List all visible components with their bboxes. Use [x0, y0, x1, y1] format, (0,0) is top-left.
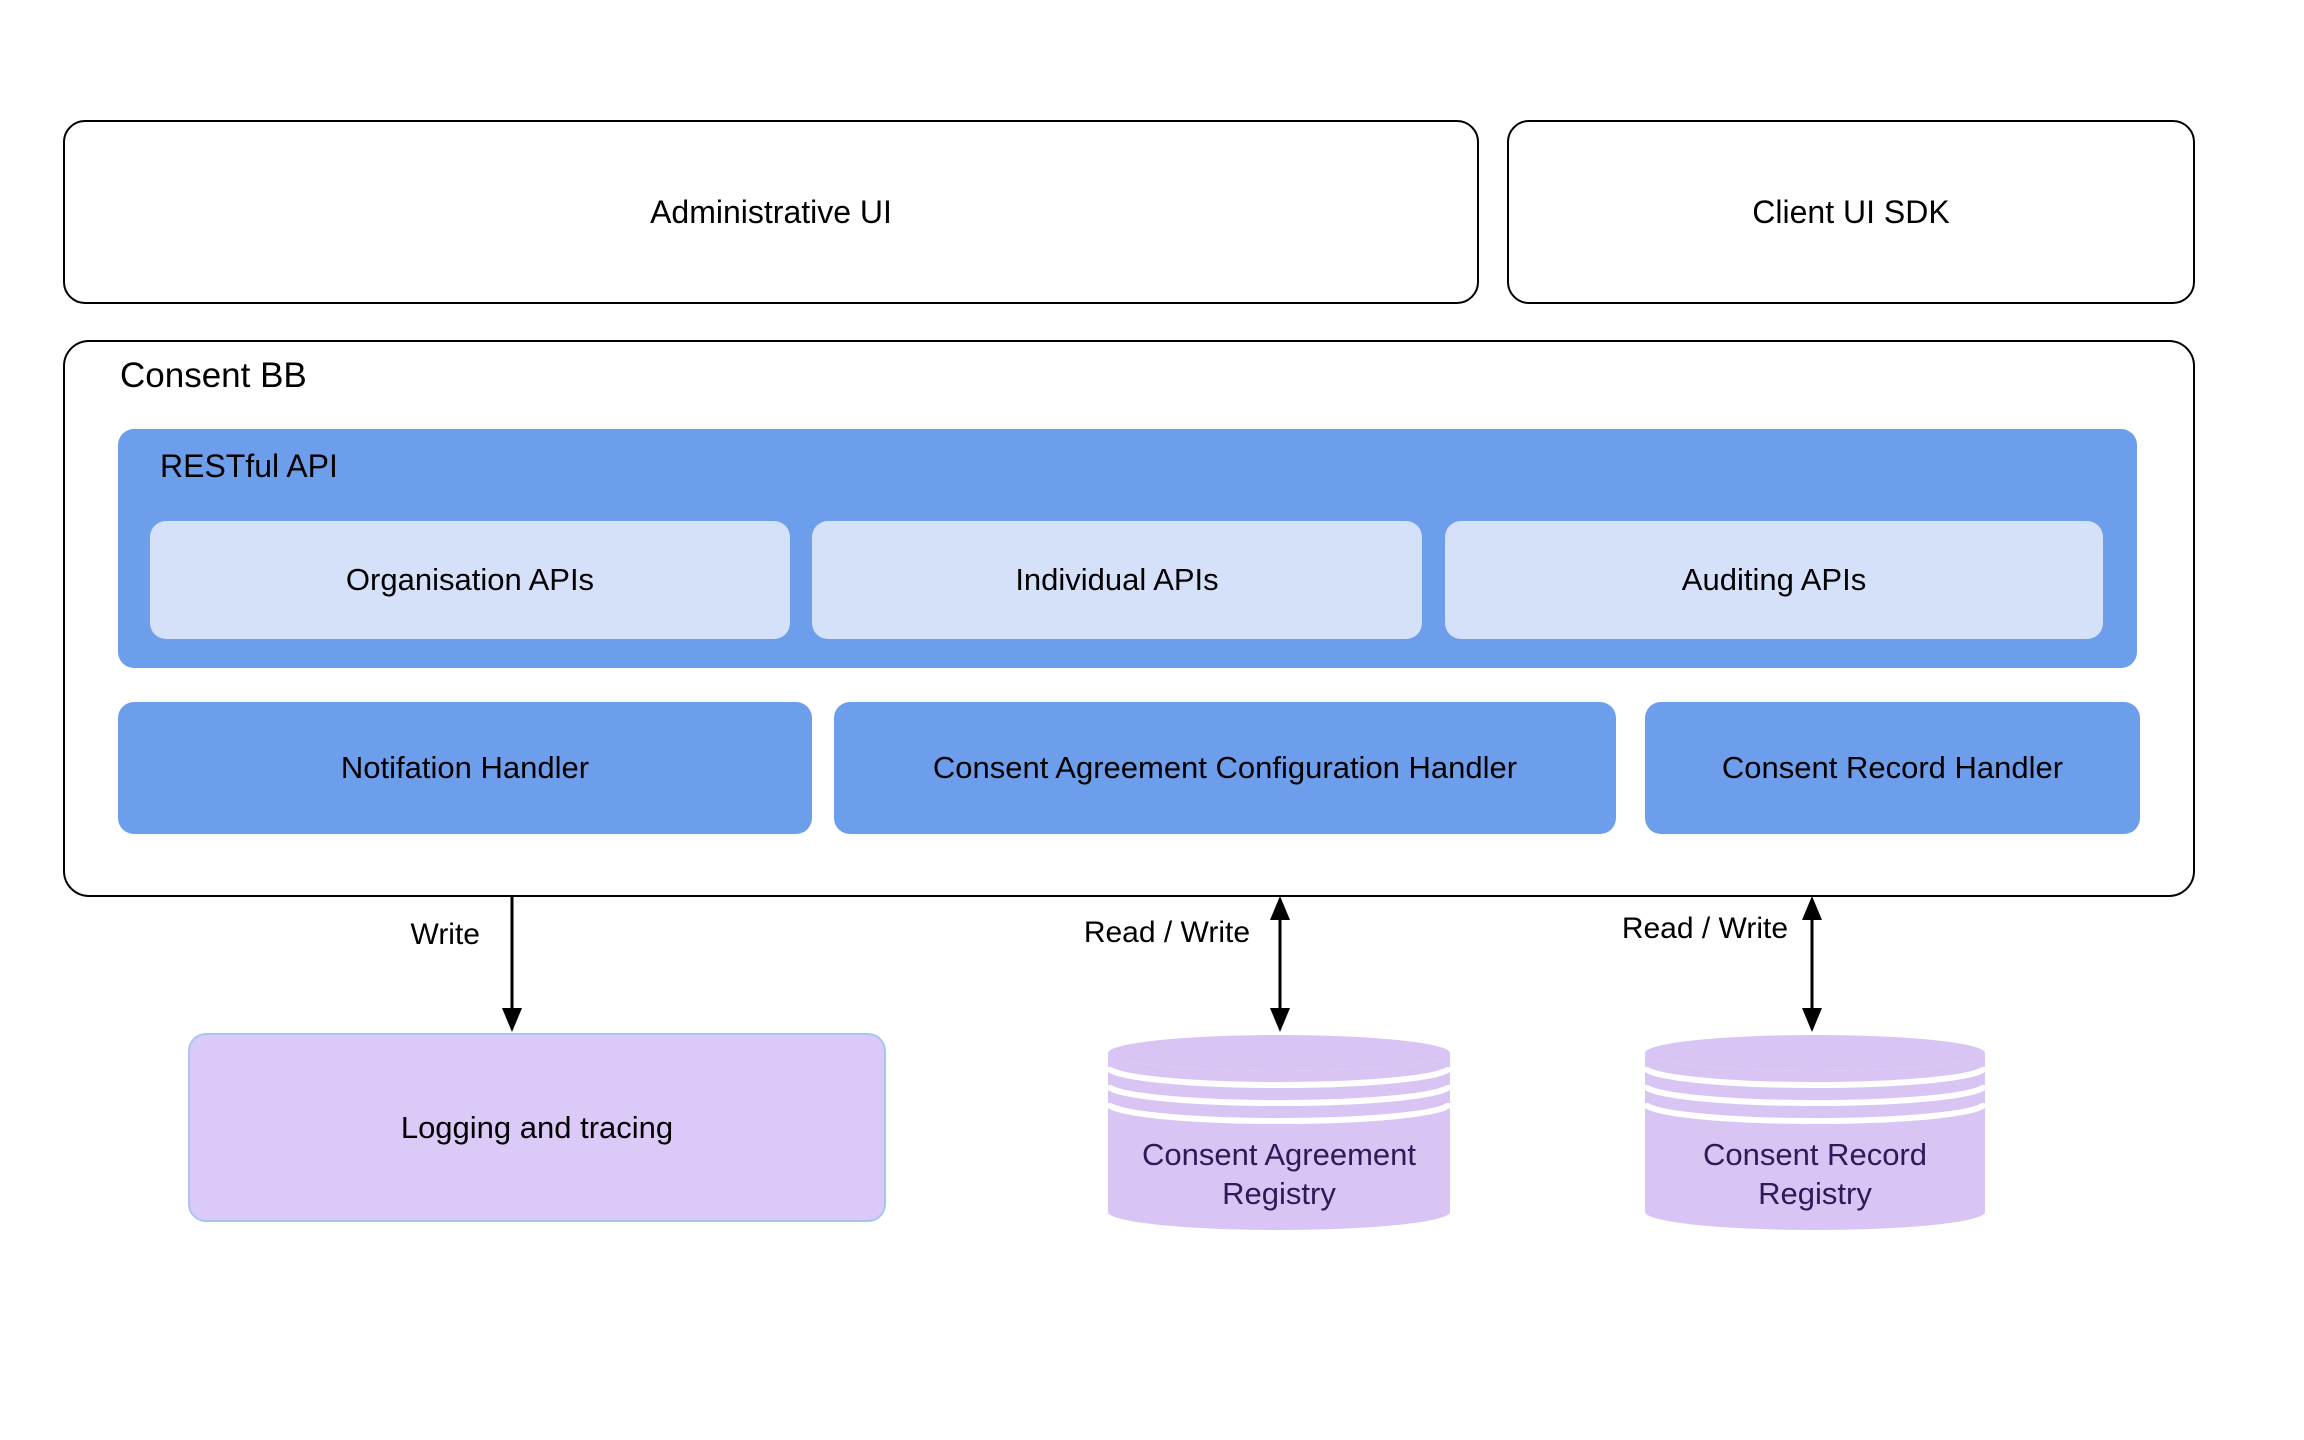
notification-handler-box: Notifation Handler [118, 702, 812, 834]
consent-record-handler-box: Consent Record Handler [1645, 702, 2140, 834]
client-ui-sdk-box: Client UI SDK [1507, 120, 2195, 304]
database-icon [1108, 1035, 1450, 1230]
logging-and-tracing-box: Logging and tracing [188, 1033, 886, 1222]
record-read-write-arrow [1802, 896, 1822, 1032]
auditing-apis-label: Auditing APIs [1681, 562, 1867, 597]
consent-agreement-configuration-handler-box: Consent Agreement Configuration Handler [834, 702, 1616, 834]
record-read-write-label: Read / Write [1621, 912, 1788, 945]
restful-api-title: RESTful API [160, 448, 338, 484]
database-icon [1645, 1035, 1985, 1230]
consent-agreement-configuration-handler-label: Consent Agreement Configuration Handler [932, 750, 1518, 785]
consent-record-handler-label: Consent Record Handler [1721, 750, 2064, 785]
agreement-read-write-arrow [1270, 896, 1290, 1032]
consent-record-registry-cylinder: Consent Record Registry [1645, 1035, 1985, 1230]
auditing-apis-box: Auditing APIs [1445, 521, 2103, 639]
agreement-read-write-label: Read / Write [1083, 916, 1250, 949]
consent-agreement-registry-label: Consent Agreement Registry [1141, 1137, 1416, 1211]
organisation-apis-box: Organisation APIs [150, 521, 790, 639]
administrative-ui-box: Administrative UI [63, 120, 1479, 304]
write-arrow [502, 895, 522, 1032]
organisation-apis-label: Organisation APIs [345, 562, 595, 597]
individual-apis-label: Individual APIs [1015, 562, 1219, 597]
logging-and-tracing-label: Logging and tracing [400, 1109, 674, 1145]
notification-handler-label: Notifation Handler [340, 750, 590, 785]
write-arrow-label: Write [410, 918, 480, 951]
individual-apis-box: Individual APIs [812, 521, 1422, 639]
consent-agreement-registry-cylinder: Consent Agreement Registry [1108, 1035, 1450, 1230]
administrative-ui-label: Administrative UI [650, 193, 892, 230]
consent-bb-title: Consent BB [120, 356, 307, 395]
consent-record-registry-label: Consent Record Registry [1702, 1137, 1927, 1211]
client-ui-sdk-label: Client UI SDK [1752, 193, 1950, 230]
